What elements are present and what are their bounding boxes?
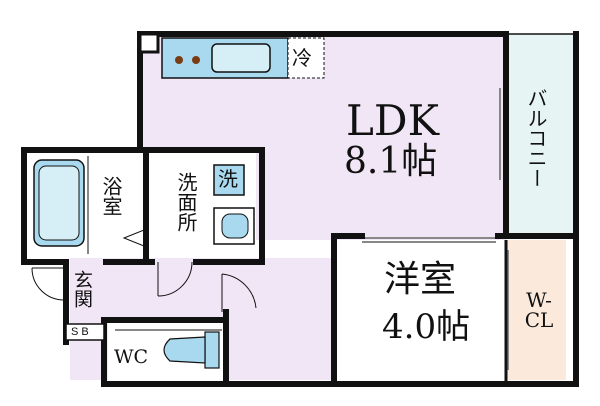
fridge-space [287,37,325,79]
bath-label: 浴室 [99,176,123,216]
sink [211,43,271,73]
toilet-label: WC [114,346,149,368]
washer-label: 洗 [218,167,238,191]
walls [21,31,579,387]
entrance-door-swing [31,267,65,301]
pillar [138,32,160,54]
washbasin-bowl [221,213,249,239]
western-floor [336,240,506,380]
closet-label: W-CL [522,290,556,330]
shoebox-label: S B [71,326,89,338]
toilet-door-swing [221,273,257,312]
balcony-floor [506,34,576,234]
toilet-tank [204,331,220,369]
washer-box [213,164,245,196]
ldk-name: LDK [346,96,439,145]
fridge-label: 冷 [292,46,312,70]
ldk-size: 8.1帖 [344,141,438,182]
washroom-door-swing [157,261,193,297]
closet-label-text: W-CL [524,288,554,332]
balcony-label: バルコニー [524,88,548,188]
bathtub-inner [38,165,80,241]
western-name: 洋室 [384,259,457,300]
stove-burner-left [175,56,183,64]
western-size: 4.0帖 [382,307,471,347]
closet-floor [506,240,566,380]
stove-burner-right [192,56,200,64]
entrance-label: 玄関 [71,270,93,308]
washroom-label: 洗面所 [174,172,198,232]
shoebox-box [65,323,105,341]
toilet-bowl [163,336,206,364]
